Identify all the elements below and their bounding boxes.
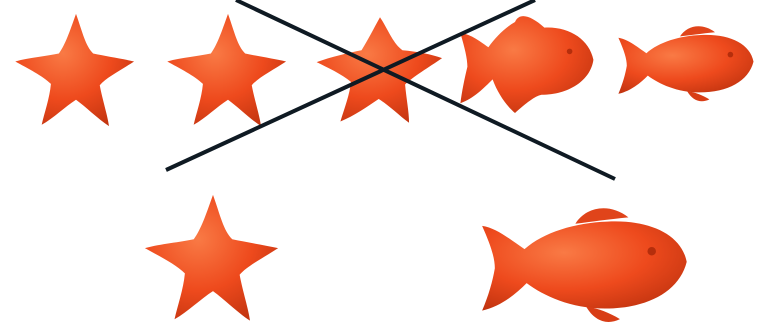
starfish-large [145,195,278,321]
fish-large [482,208,687,322]
fish-morph [460,16,593,113]
starfish-1 [15,14,134,126]
fish-1 [618,26,753,101]
bottom-row [145,195,687,322]
starfish-2 [167,14,286,126]
